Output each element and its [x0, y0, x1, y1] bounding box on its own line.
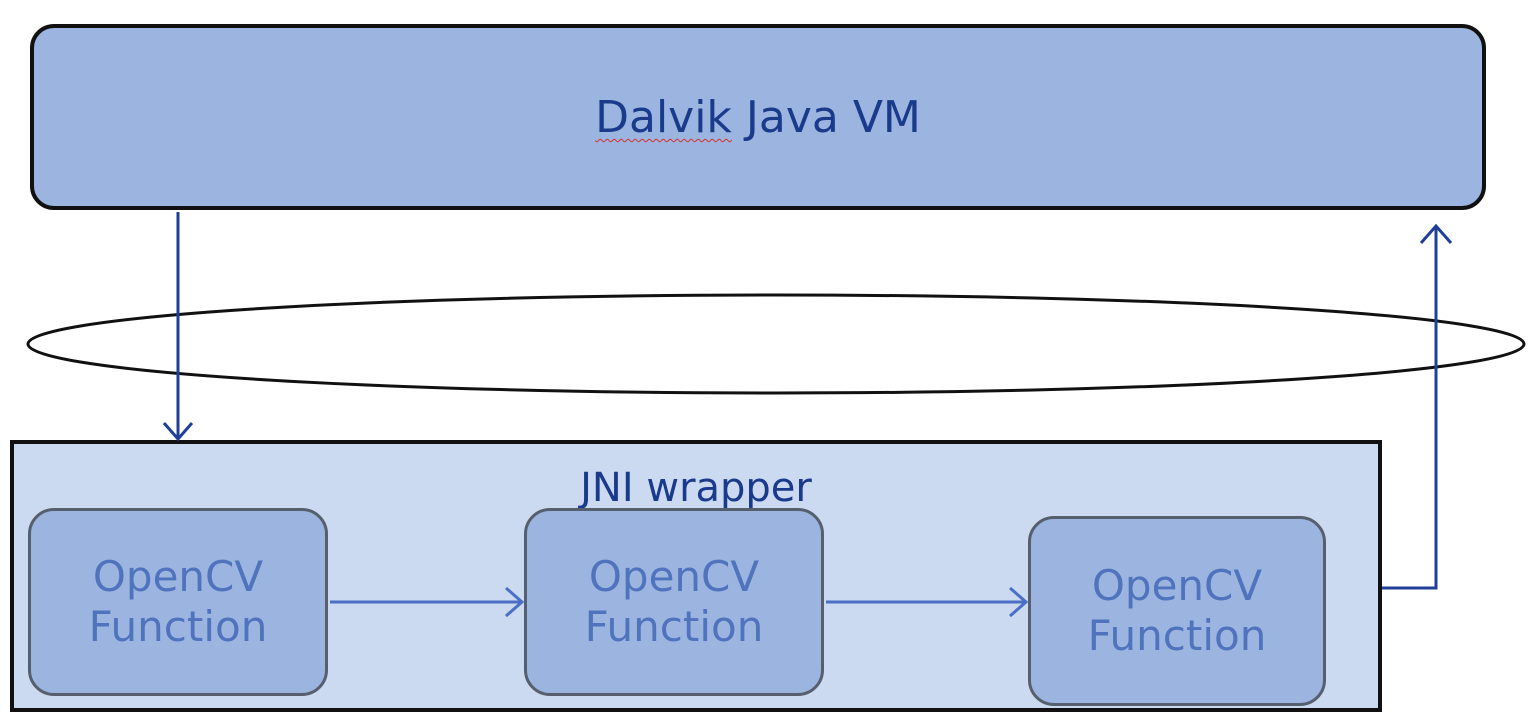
function-line-1: OpenCV	[92, 551, 264, 601]
dalvik-java-vm-box: Dalvik Java VM	[30, 24, 1486, 210]
opencv-function-box-1: OpenCV Function	[28, 508, 328, 696]
jni-wrapper-label: JNI wrapper	[580, 465, 812, 511]
opencv-function-box-3: OpenCV Function	[1028, 516, 1326, 706]
function-line-2: Function	[1087, 611, 1267, 660]
dalvik-java-vm-label: Dalvik Java VM	[34, 96, 1482, 140]
function-line-1: OpenCV	[1091, 560, 1263, 610]
opencv-function-box-2: OpenCV Function	[524, 508, 824, 696]
spellcheck-underlined-word: Dalvik	[595, 92, 732, 143]
vm-label-rest: Java VM	[731, 92, 921, 143]
interface-ellipse	[26, 293, 1526, 395]
arrow-vm-to-jni	[162, 212, 194, 442]
function-line-2: Function	[584, 602, 764, 651]
arrow-function3-to-vm	[1382, 223, 1453, 590]
function-line-1: OpenCV	[588, 551, 760, 601]
function-line-2: Function	[88, 602, 268, 651]
